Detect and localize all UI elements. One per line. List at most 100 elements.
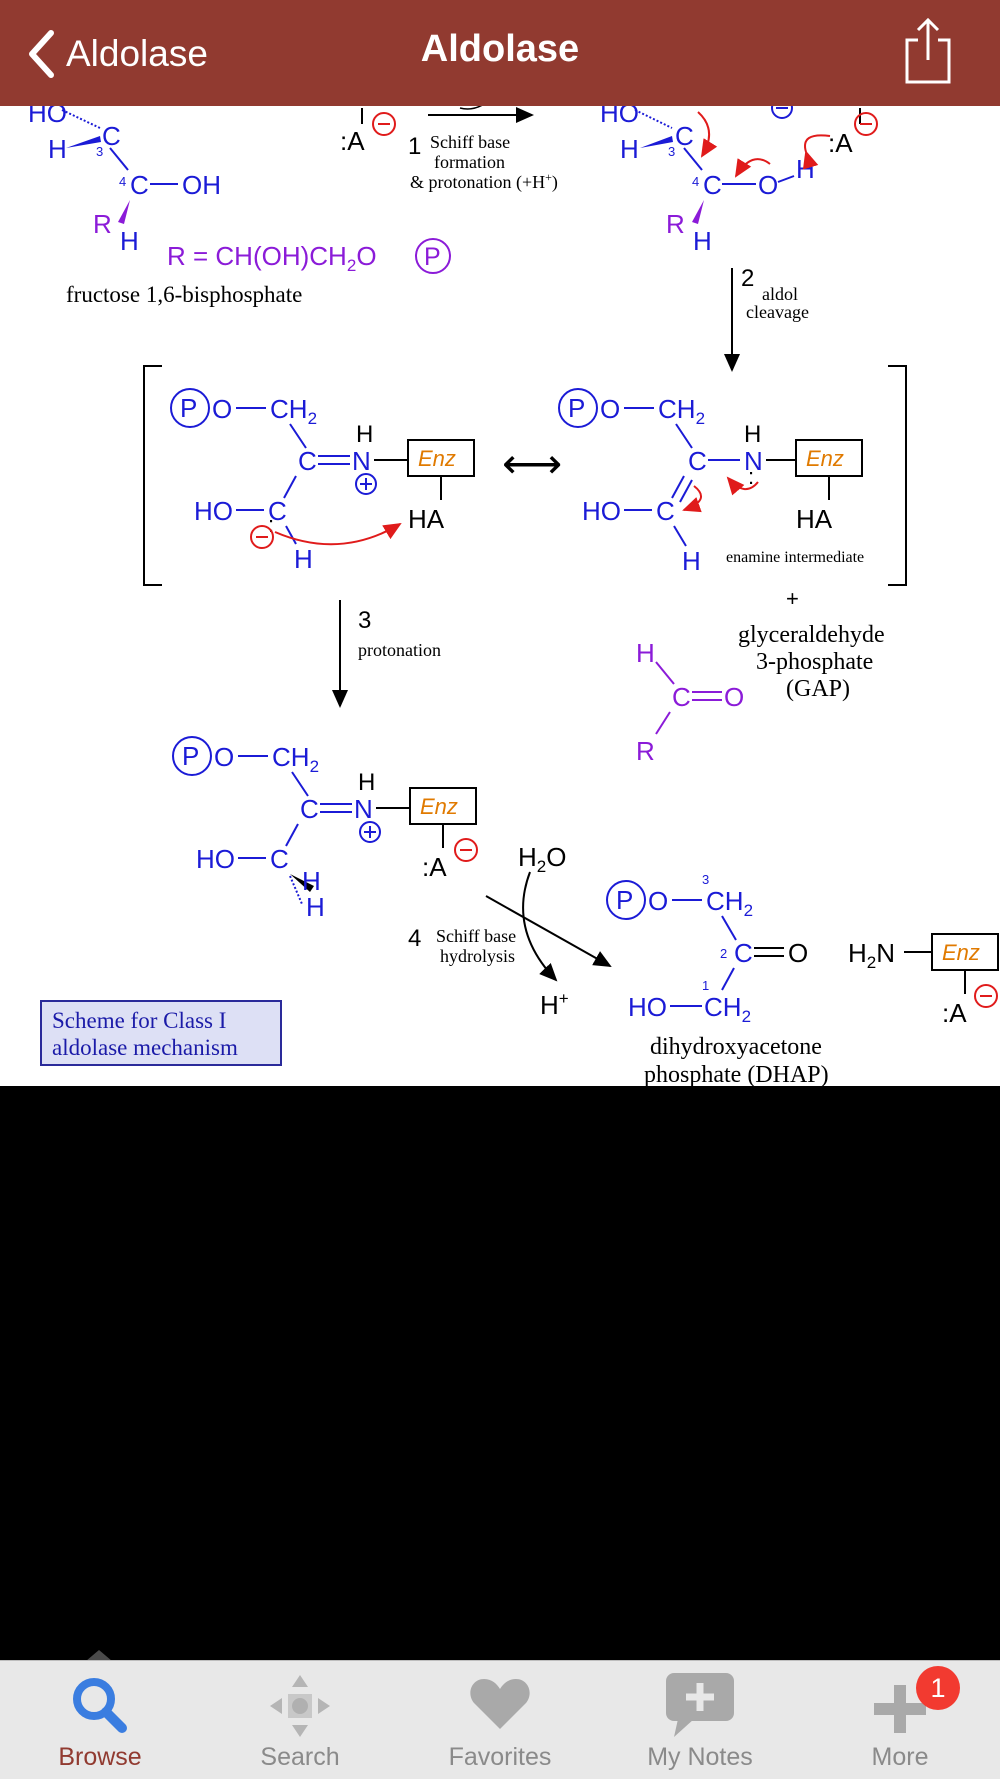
- svg-text:CH2: CH2: [272, 742, 319, 776]
- svg-text:O: O: [788, 938, 808, 968]
- svg-text:C: C: [270, 844, 289, 874]
- svg-text:C: C: [672, 682, 691, 712]
- svg-text:O: O: [212, 394, 232, 424]
- svg-text:N: N: [352, 446, 371, 476]
- svg-text:O: O: [758, 170, 778, 200]
- protonated-fructose-structure: HO H C 3 4 C O H R H :A: [600, 106, 878, 256]
- svg-text:2: 2: [741, 265, 754, 292]
- svg-text:O: O: [600, 394, 620, 424]
- svg-text:Scheme for Class I: Scheme for Class I: [52, 1008, 226, 1033]
- back-label: Aldolase: [66, 33, 208, 74]
- svg-text:(GAP): (GAP): [786, 676, 850, 702]
- plus-icon: [874, 1685, 926, 1733]
- svg-text:HA: HA: [408, 504, 445, 534]
- carbanion-structure: P O CH2 C N H Enz HA HO C : H: [170, 388, 475, 574]
- navigation-arrows-icon: [270, 1675, 330, 1737]
- tab-browse[interactable]: Browse: [0, 1661, 200, 1779]
- plus-sign: +: [786, 586, 799, 611]
- svg-text:C: C: [656, 496, 675, 526]
- svg-text:3: 3: [668, 144, 675, 159]
- svg-text:O: O: [648, 886, 668, 916]
- search-magnifier-icon: [73, 1678, 127, 1733]
- svg-text:H+: H+: [540, 989, 569, 1020]
- svg-text:H: H: [744, 421, 761, 448]
- svg-text:3: 3: [358, 607, 371, 634]
- svg-text:enamine intermediate: enamine intermediate: [726, 549, 864, 566]
- svg-text::: :: [748, 464, 754, 489]
- tab-search[interactable]: Search: [200, 1661, 400, 1779]
- svg-text:Schiff base: Schiff base: [436, 926, 516, 946]
- svg-text:C: C: [688, 446, 707, 476]
- svg-text:formation: formation: [434, 152, 505, 172]
- svg-text:CH2: CH2: [706, 886, 753, 920]
- svg-text:P: P: [616, 885, 633, 915]
- svg-text::A: :A: [942, 998, 967, 1028]
- svg-text:2: 2: [720, 946, 727, 961]
- svg-text:Enz: Enz: [418, 446, 456, 471]
- svg-text:4: 4: [119, 174, 126, 189]
- page-title: Aldolase: [420, 28, 580, 70]
- resonance-brackets: [143, 365, 907, 586]
- svg-text:3-phosphate: 3-phosphate: [756, 649, 873, 675]
- svg-text:C: C: [300, 794, 319, 824]
- tab-my-notes[interactable]: My Notes: [600, 1661, 800, 1779]
- svg-text:P: P: [180, 393, 197, 423]
- svg-text:H: H: [306, 892, 325, 922]
- svg-text:H: H: [120, 226, 139, 256]
- svg-text:N: N: [744, 446, 763, 476]
- tab-bar: Browse Search Favorites My Notes: [0, 1660, 1000, 1779]
- tab-label-favorites: Favorites: [448, 1743, 552, 1771]
- tab-more[interactable]: More: [800, 1661, 1000, 1779]
- back-button[interactable]: Aldolase: [26, 24, 208, 84]
- active-tab-indicator: [86, 1650, 112, 1661]
- svg-text:HO: HO: [194, 496, 233, 526]
- svg-text:Enz: Enz: [806, 446, 844, 471]
- tab-label-search: Search: [260, 1743, 340, 1771]
- svg-text:H: H: [48, 134, 67, 164]
- svg-text:R: R: [93, 209, 112, 239]
- tab-favorites[interactable]: Favorites: [400, 1661, 600, 1779]
- navigation-bar: Aldolase Aldolase: [0, 0, 1000, 106]
- svg-text::A: :A: [422, 852, 447, 882]
- aldolase-mechanism-diagram: HO H C 3 4 C OH R H R = CH(OH)CH2O P fru…: [28, 106, 999, 1086]
- svg-text:4: 4: [408, 925, 421, 952]
- svg-text:1: 1: [408, 133, 421, 160]
- svg-text:Enz: Enz: [420, 794, 458, 819]
- step-4: H2O 4 Schiff base hydrolysis H+: [408, 842, 612, 1020]
- svg-text:H: H: [302, 866, 321, 896]
- share-icon[interactable]: [898, 16, 958, 86]
- svg-text:C: C: [102, 121, 121, 151]
- svg-text:3: 3: [96, 144, 103, 159]
- svg-text:dihydroxyacetone: dihydroxyacetone: [650, 1034, 822, 1060]
- svg-text:Enz: Enz: [942, 940, 980, 965]
- svg-text:P: P: [182, 741, 199, 771]
- base-a-top: :A: [340, 108, 396, 156]
- svg-text::A: :A: [828, 128, 853, 158]
- heart-icon: [470, 1679, 530, 1729]
- svg-text::A: :A: [340, 126, 365, 156]
- iminium-structure: P O CH2 C N H Enz :A HO C H H: [172, 736, 478, 922]
- svg-text:aldolase mechanism: aldolase mechanism: [52, 1035, 238, 1060]
- diagram-viewer[interactable]: HO H C 3 4 C OH R H R = CH(OH)CH2O P fru…: [0, 106, 1000, 1086]
- svg-text:R = CH(OH)CH2O: R = CH(OH)CH2O: [167, 241, 377, 275]
- svg-text:H: H: [294, 544, 313, 574]
- step-2: 2 aldol cleavage: [724, 265, 809, 372]
- svg-text:P: P: [424, 243, 441, 271]
- gap-label: glyceraldehyde 3-phosphate (GAP): [738, 622, 885, 702]
- svg-text:Schiff base: Schiff base: [430, 132, 510, 152]
- svg-text:C: C: [268, 496, 287, 526]
- gap-structure: H C O R: [636, 638, 744, 766]
- chevron-left-icon: [29, 30, 54, 78]
- svg-text:aldol: aldol: [762, 284, 798, 304]
- step-1: 1 Schiff base formation & protonation (+…: [408, 106, 558, 193]
- svg-text:H2N: H2N: [848, 938, 895, 972]
- svg-text:H: H: [796, 154, 815, 184]
- fructose-structure: HO H C 3 4 C OH R H R = CH(OH)CH2O P fru…: [28, 106, 451, 307]
- empty-viewer-area: [0, 1086, 1000, 1660]
- scheme-caption: Scheme for Class I aldolase mechanism: [40, 1000, 282, 1066]
- svg-text:C: C: [130, 170, 149, 200]
- svg-text:O: O: [724, 682, 744, 712]
- svg-text:4: 4: [692, 174, 699, 189]
- svg-text:HA: HA: [796, 504, 833, 534]
- svg-text:fructose 1,6-bisphosphate: fructose 1,6-bisphosphate: [66, 282, 302, 307]
